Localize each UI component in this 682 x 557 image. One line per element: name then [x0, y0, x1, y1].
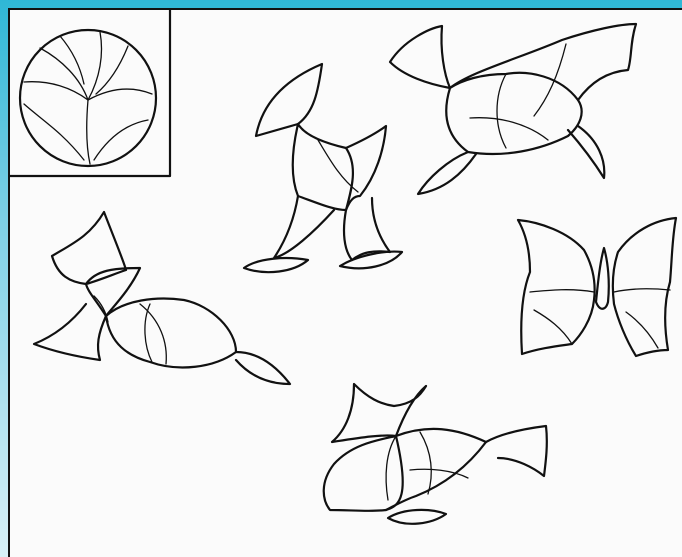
circle-pattern-key	[10, 10, 170, 176]
fish-figure	[324, 384, 547, 524]
kneeling-figure	[244, 64, 402, 272]
cat-figure	[34, 212, 290, 384]
butterfly-figure	[518, 218, 676, 356]
bird-figure	[390, 24, 636, 194]
